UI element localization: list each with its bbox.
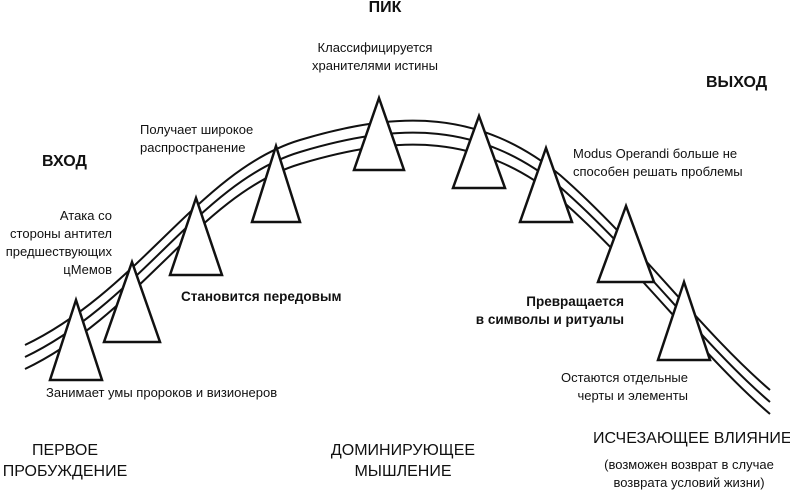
note-attack-line-1: Атака со bbox=[59, 208, 112, 223]
note-classified-line-2: хранителями истины bbox=[312, 58, 438, 73]
note-attack-line-2: стороны антител bbox=[10, 226, 112, 241]
stage-fading-note-line-1: (возможен возврат в случае bbox=[604, 457, 774, 472]
triangle-7 bbox=[518, 144, 574, 224]
triangle-2 bbox=[102, 258, 162, 344]
note-occupies: Занимает умы пророков и визионеров bbox=[46, 385, 278, 400]
stage-dominant: ДОМИНИРУЮЩЕЕ МЫШЛЕНИЕ bbox=[318, 440, 488, 482]
wave-line-1 bbox=[24, 119, 771, 391]
triangle-9 bbox=[656, 278, 712, 362]
note-modus: Modus Operandi больше не способен решать… bbox=[573, 145, 743, 181]
note-spread-line-1: Получает широкое bbox=[140, 122, 254, 137]
stage-dominant-line-1: ДОМИНИРУЮЩЕЕ bbox=[330, 442, 476, 459]
note-classified-line-1: Классифицируется bbox=[317, 40, 433, 55]
peak-title: ПИК bbox=[368, 0, 402, 16]
note-classified: Классифицируется хранителями истины bbox=[290, 39, 460, 75]
entry-title: ВХОД bbox=[42, 153, 87, 170]
note-becomes-leading: Становится передовым bbox=[181, 289, 342, 304]
note-remain-line-1: Остаются отдельные bbox=[560, 370, 688, 385]
wave-line-3 bbox=[24, 143, 771, 415]
stage-dominant-line-2: МЫШЛЕНИЕ bbox=[354, 463, 452, 480]
triangle-4 bbox=[250, 141, 302, 224]
triangle-3 bbox=[168, 194, 224, 277]
note-attack-line-4: цМемов bbox=[63, 262, 112, 277]
stage-fading-note-line-2: возврата условий жизни) bbox=[613, 475, 765, 490]
note-attack-line-3: предшествующих bbox=[5, 244, 112, 259]
note-turns-into: Превращается в символы и ритуалы bbox=[452, 293, 624, 329]
note-remain: Остаются отдельные черты и элементы bbox=[530, 369, 688, 405]
stage-fading-note: (возможен возврат в случае возврата усло… bbox=[594, 456, 784, 492]
triangle-5 bbox=[352, 94, 406, 172]
stage-first-awakening-line-2: ПРОБУЖДЕНИЕ bbox=[2, 463, 128, 480]
stage-first-awakening-line-1: ПЕРВОЕ bbox=[31, 442, 99, 459]
note-turns-into-line-2: в символы и ритуалы bbox=[475, 312, 624, 327]
stage-fading: ИСЧЕЗАЮЩЕЕ ВЛИЯНИЕ bbox=[593, 430, 790, 447]
stage-first-awakening: ПЕРВОЕ ПРОБУЖДЕНИЕ bbox=[0, 440, 130, 482]
note-attack: Атака со стороны антител предшествующих … bbox=[0, 207, 112, 279]
note-spread-line-2: распространение bbox=[140, 140, 246, 155]
triangle-1 bbox=[48, 295, 104, 382]
note-turns-into-line-1: Превращается bbox=[526, 294, 624, 309]
note-modus-line-1: Modus Operandi больше не bbox=[573, 146, 738, 161]
triangle-6 bbox=[451, 112, 507, 190]
note-modus-line-2: способен решать проблемы bbox=[573, 164, 743, 179]
note-spread: Получает широкое распространение bbox=[140, 121, 253, 157]
note-remain-line-2: черты и элементы bbox=[577, 388, 688, 403]
triangle-8 bbox=[596, 202, 656, 284]
exit-title: ВЫХОД bbox=[706, 74, 768, 91]
wave-line-2 bbox=[24, 131, 771, 403]
